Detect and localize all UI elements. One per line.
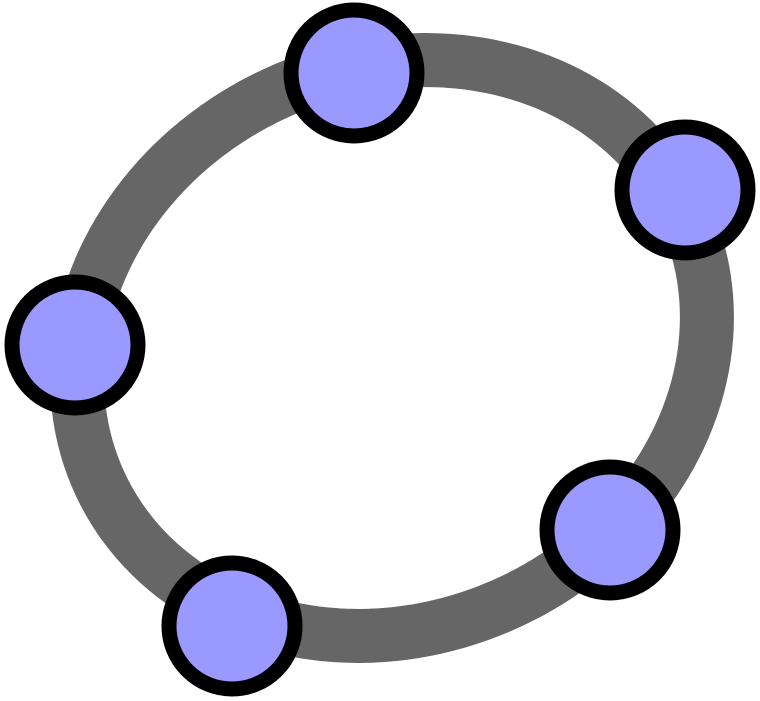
logo-point-4 <box>539 459 681 601</box>
logo-point-5 <box>161 555 303 697</box>
logo-point-3 <box>4 274 146 416</box>
logo-point-2 <box>614 119 756 261</box>
logo-points <box>4 2 756 697</box>
logo-point-1 <box>283 2 425 144</box>
